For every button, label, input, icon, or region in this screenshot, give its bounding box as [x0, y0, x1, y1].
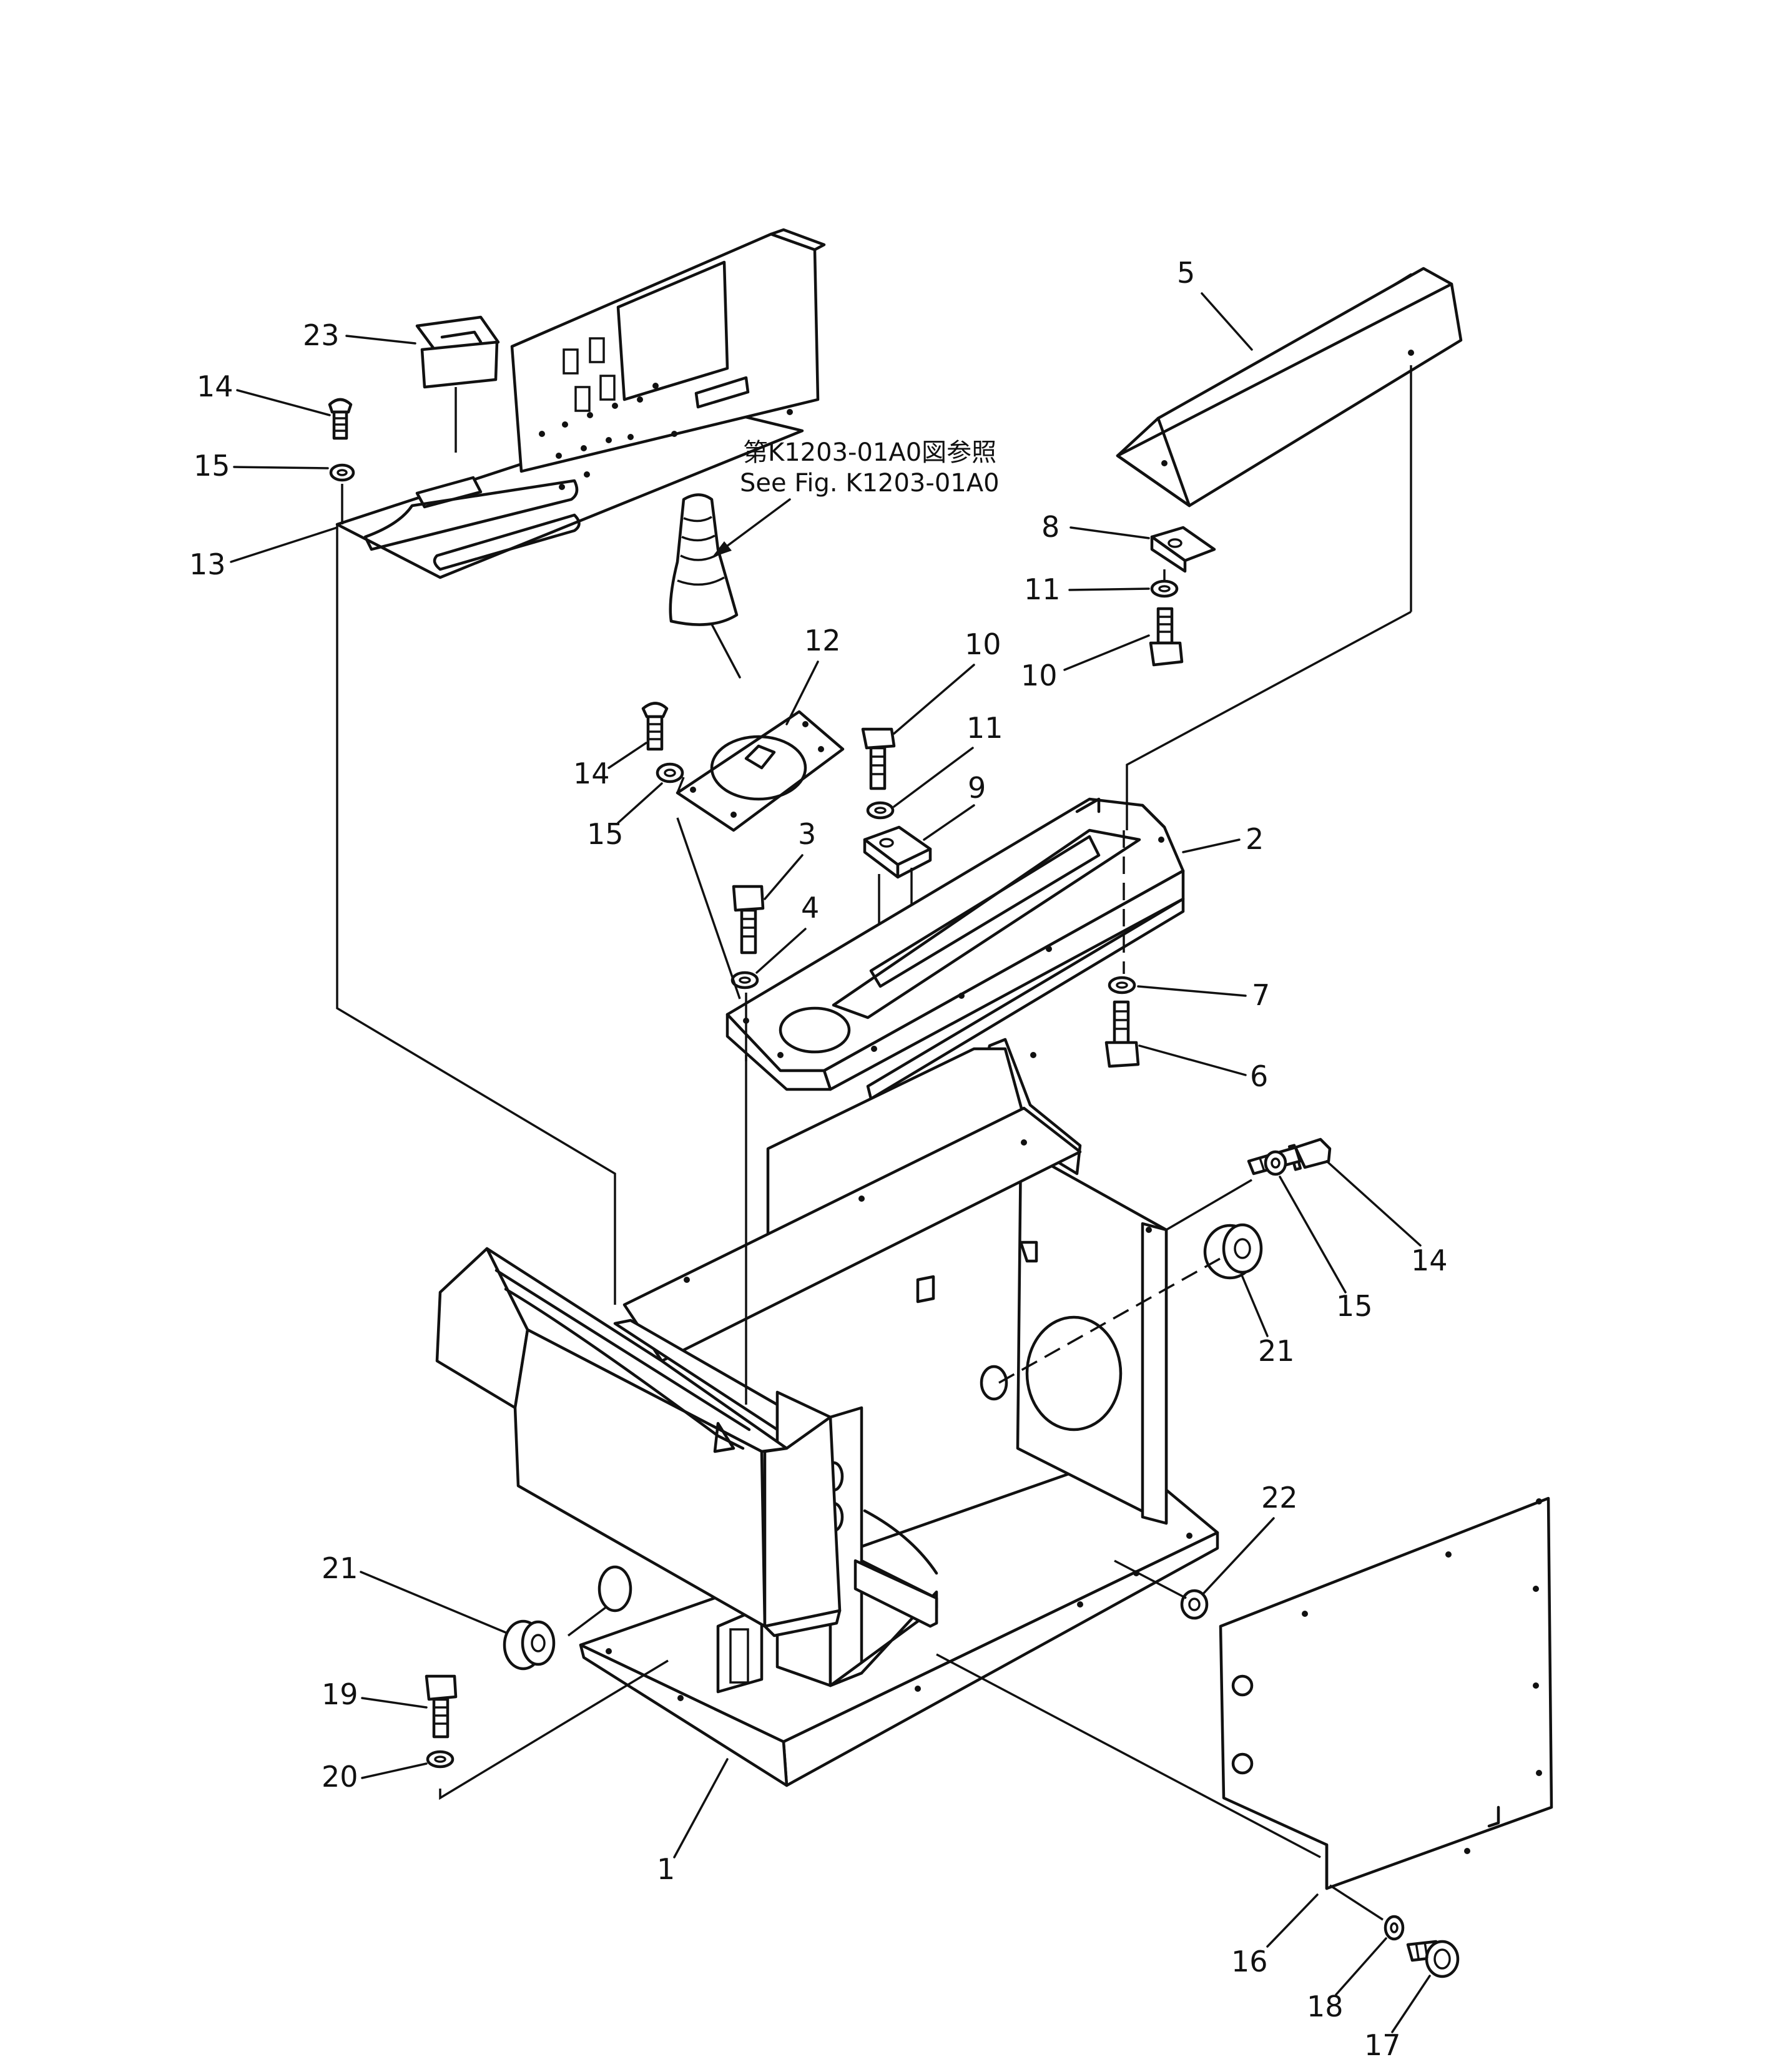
callout-13: 13 [189, 547, 226, 581]
part-17-bolt [1406, 1940, 1460, 1978]
callout-10-a: 10 [1021, 659, 1058, 692]
part-6-bolt [1104, 1000, 1140, 1068]
part-1-front-cover [435, 1247, 842, 1637]
callout-23: 23 [303, 318, 340, 352]
callout-19: 19 [322, 1677, 358, 1711]
callout-20: 20 [322, 1760, 358, 1794]
part-10-bolt-upper [1149, 607, 1184, 667]
reference-note-en: See Fig. K1203-01A0 [740, 469, 1000, 498]
callout-11-a: 11 [1024, 572, 1061, 606]
part-14-bolt-right [1247, 1137, 1332, 1176]
callout-21-b: 21 [322, 1551, 358, 1585]
part-18-washer [1384, 1915, 1405, 1941]
part-12-cover-plate [676, 710, 845, 832]
part-14-bolt-upper-left [328, 398, 353, 440]
callout-18: 18 [1307, 1990, 1344, 2023]
callout-5: 5 [1177, 256, 1195, 290]
callout-14-c: 14 [1411, 1244, 1448, 1277]
callout-12: 12 [804, 624, 841, 657]
part-13-instrument-panel [335, 228, 826, 579]
callout-10-b: 10 [965, 627, 1001, 661]
callout-8: 8 [1041, 510, 1059, 544]
part-10-bolt-lower [861, 727, 896, 790]
shift-lever-boot [669, 493, 741, 679]
callout-7: 7 [1252, 978, 1270, 1012]
callout-14-b: 14 [573, 757, 610, 790]
part-15-washer-right [1264, 1150, 1287, 1176]
part-7-washer [1108, 976, 1136, 994]
part-3-bolt [732, 885, 765, 955]
callout-1: 1 [657, 1852, 675, 1886]
part-21-grommet-right [1203, 1223, 1263, 1280]
part-11-washer-lower [866, 801, 895, 820]
callout-9: 9 [968, 771, 986, 805]
part-15-washer-middle [656, 762, 684, 783]
callout-11-b: 11 [966, 711, 1003, 745]
callout-6: 6 [1250, 1059, 1268, 1093]
callout-16: 16 [1231, 1945, 1268, 1978]
part-19-bolt [425, 1674, 458, 1739]
callout-3: 3 [798, 817, 816, 851]
part-23-switch-box [415, 315, 500, 453]
part-2-console-frame [725, 797, 1185, 1101]
reference-note-jp: 第K1203-01A0図参照 [743, 438, 996, 467]
part-11-washer-upper [1150, 579, 1179, 598]
reference-note: 第K1203-01A0図参照 See Fig. K1203-01A0 [712, 438, 1000, 557]
part-16-side-panel [1219, 1496, 1553, 1890]
part-22-grommet [1180, 1589, 1209, 1620]
part-15-washer-upper-left [329, 463, 355, 482]
part-8-bracket [1150, 526, 1216, 573]
part-1-main-frame [579, 1038, 1219, 1787]
assembly-lines [336, 484, 1412, 1921]
part-14-bolt-middle [641, 702, 669, 751]
callout-15-a: 15 [194, 449, 230, 483]
callout-22: 22 [1261, 1481, 1298, 1515]
callout-14-a: 14 [197, 370, 234, 403]
callout-17: 17 [1364, 2028, 1401, 2062]
part-21-grommet-left [503, 1619, 556, 1671]
part-5-armrest-pad [1116, 267, 1463, 612]
callout-21-a: 21 [1258, 1334, 1295, 1368]
callout-15-c: 15 [1336, 1289, 1373, 1323]
callouts: 23 14 15 13 5 8 11 10 12 10 11 9 2 14 15… [189, 256, 1448, 2062]
callout-2: 2 [1246, 822, 1264, 856]
part-20-washer [426, 1750, 455, 1769]
callout-4: 4 [801, 891, 819, 925]
